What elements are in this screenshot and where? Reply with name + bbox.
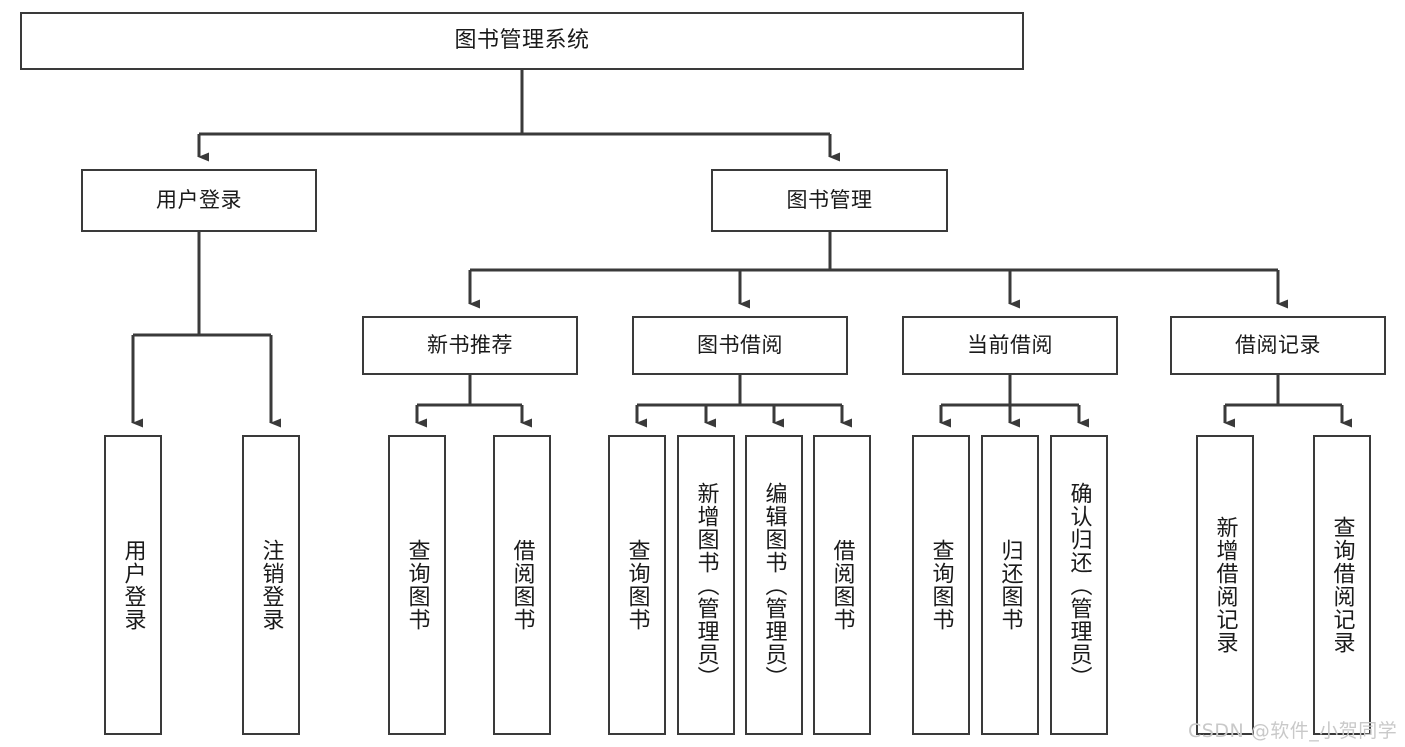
node-label: 查询图书 xyxy=(624,539,650,631)
node-leaf-user-logout[interactable]: 注销登录 xyxy=(242,435,300,735)
node-label: 借阅图书 xyxy=(509,539,535,631)
node-label: 注销登录 xyxy=(258,539,284,631)
node-label: 确认归还（管理员） xyxy=(1066,481,1092,689)
node-borrowing-record[interactable]: 借阅记录 xyxy=(1170,316,1386,375)
node-user-login[interactable]: 用户登录 xyxy=(81,169,317,232)
node-leaf-return-book[interactable]: 归还图书 xyxy=(981,435,1039,735)
node-label: 图书管理 xyxy=(786,188,873,213)
node-leaf-user-login[interactable]: 用户登录 xyxy=(104,435,162,735)
node-label: 新书推荐 xyxy=(427,333,513,358)
node-label: 新增图书（管理员） xyxy=(693,481,719,689)
node-leaf-lend-book[interactable]: 借阅图书 xyxy=(813,435,871,735)
node-leaf-add-book-admin[interactable]: 新增图书（管理员） xyxy=(677,435,735,735)
node-label: 借阅记录 xyxy=(1235,333,1321,358)
node-current-borrowing[interactable]: 当前借阅 xyxy=(902,316,1118,375)
node-leaf-recommend-borrow-book[interactable]: 借阅图书 xyxy=(493,435,551,735)
node-label: 图书借阅 xyxy=(697,333,783,358)
node-new-book-recommendation[interactable]: 新书推荐 xyxy=(362,316,578,375)
node-label: 当前借阅 xyxy=(967,333,1053,358)
node-leaf-borrow-query-book[interactable]: 查询图书 xyxy=(608,435,666,735)
node-leaf-recommend-query-book[interactable]: 查询图书 xyxy=(388,435,446,735)
node-label: 新增借阅记录 xyxy=(1212,516,1238,654)
node-label: 查询借阅记录 xyxy=(1329,516,1355,654)
node-label: 借阅图书 xyxy=(829,539,855,631)
watermark-text: CSDN @软件_小贺同学 xyxy=(1188,720,1398,742)
node-leaf-confirm-return-admin[interactable]: 确认归还（管理员） xyxy=(1050,435,1108,735)
node-leaf-edit-book-admin[interactable]: 编辑图书（管理员） xyxy=(745,435,803,735)
node-book-borrowing[interactable]: 图书借阅 xyxy=(632,316,848,375)
node-label: 归还图书 xyxy=(997,539,1023,631)
node-label: 查询图书 xyxy=(404,539,430,631)
node-leaf-query-borrow-record[interactable]: 查询借阅记录 xyxy=(1313,435,1371,735)
node-label: 用户登录 xyxy=(156,188,242,213)
node-root-book-management-system[interactable]: 图书管理系统 xyxy=(20,12,1024,70)
node-book-management[interactable]: 图书管理 xyxy=(711,169,948,232)
node-leaf-add-borrow-record[interactable]: 新增借阅记录 xyxy=(1196,435,1254,735)
node-label: 查询图书 xyxy=(928,539,954,631)
node-label: 用户登录 xyxy=(120,539,146,631)
node-label: 图书管理系统 xyxy=(454,28,590,54)
node-label: 编辑图书（管理员） xyxy=(761,481,787,689)
node-leaf-current-query-book[interactable]: 查询图书 xyxy=(912,435,970,735)
